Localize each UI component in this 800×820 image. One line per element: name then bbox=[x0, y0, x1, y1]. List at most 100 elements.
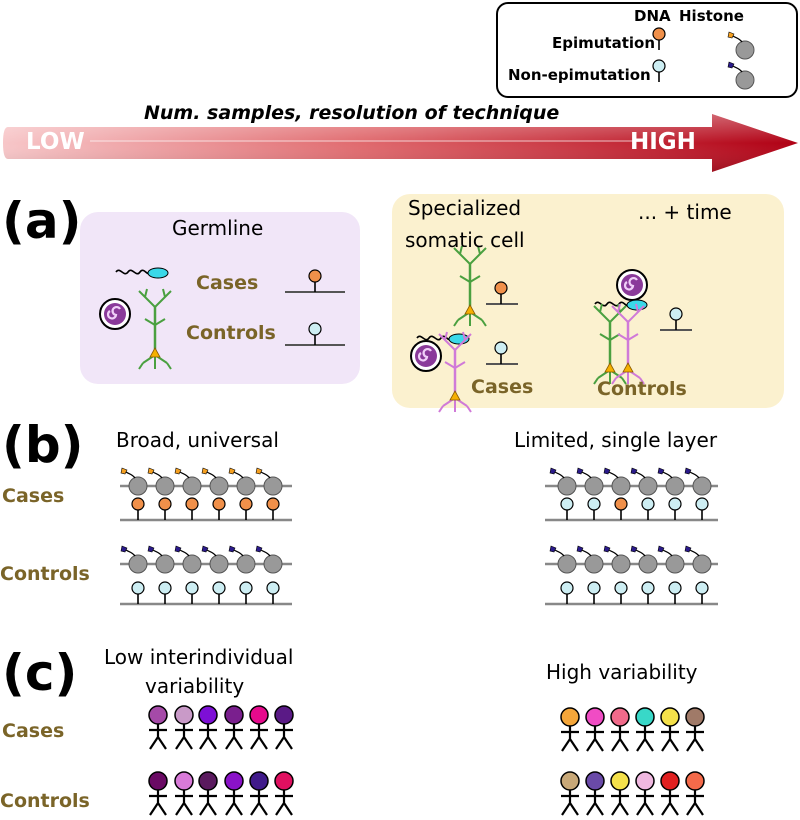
broad-case-histone-0 bbox=[120, 467, 148, 496]
panel-c-left-title-line1: Low interindividual bbox=[104, 645, 294, 669]
high-control-person-0 bbox=[560, 771, 580, 816]
limited-control-histone-0 bbox=[549, 545, 577, 574]
legend-dna-epimutation-icon bbox=[652, 27, 666, 51]
broad-control-histone-1 bbox=[147, 545, 175, 574]
limited-control-dna-1 bbox=[587, 581, 601, 605]
high-case-person-1 bbox=[585, 707, 605, 752]
low-case-person-1 bbox=[174, 705, 194, 750]
panel-c-controls-label: Controls bbox=[0, 790, 90, 812]
legend-histone-epimutation-icon bbox=[727, 31, 755, 60]
limited-control-dna-3 bbox=[641, 581, 655, 605]
high-case-person-3 bbox=[635, 707, 655, 752]
limited-control-dna-0 bbox=[560, 581, 574, 605]
limited-case-dna-4 bbox=[668, 497, 682, 521]
limited-case-dna-2 bbox=[614, 497, 628, 521]
panel-b-letter: (b) bbox=[2, 416, 84, 474]
low-control-person-5 bbox=[274, 771, 294, 816]
panel-c-people bbox=[148, 705, 705, 816]
limited-case-dna-1 bbox=[587, 497, 601, 521]
low-control-person-4 bbox=[249, 771, 269, 816]
somatic-title-line1: Specialized bbox=[408, 196, 522, 220]
high-case-person-5 bbox=[685, 707, 705, 752]
panel-b-rows bbox=[120, 467, 718, 606]
high-control-person-5 bbox=[685, 771, 705, 816]
somatic-box bbox=[392, 194, 784, 408]
panel-c-cases-label: Cases bbox=[2, 720, 65, 742]
high-control-person-4 bbox=[660, 771, 680, 816]
broad-control-histone-0 bbox=[120, 545, 148, 574]
limited-case-histone-4 bbox=[657, 467, 685, 496]
broad-control-dna-3 bbox=[212, 581, 226, 605]
panel-b-left-title: Broad, universal bbox=[116, 428, 279, 452]
germline-box bbox=[80, 212, 360, 384]
limited-control-histone-2 bbox=[603, 545, 631, 574]
limited-case-histone-2 bbox=[603, 467, 631, 496]
legend-histone-header: Histone bbox=[679, 7, 744, 25]
resolution-arrow bbox=[3, 114, 798, 172]
panel-a-letter: (a) bbox=[2, 192, 82, 250]
limited-case-histone-3 bbox=[630, 467, 658, 496]
panel-c-left-title-line2: variability bbox=[145, 674, 245, 698]
broad-case-histone-3 bbox=[201, 467, 229, 496]
broad-control-dna-1 bbox=[158, 581, 172, 605]
germline-cases-label: Cases bbox=[196, 272, 259, 294]
broad-case-dna-0 bbox=[131, 497, 145, 521]
arrow-high-label: HIGH bbox=[630, 129, 696, 155]
limited-control-dna-2 bbox=[614, 581, 628, 605]
limited-control-histone-4 bbox=[657, 545, 685, 574]
time-label: ... + time bbox=[638, 200, 732, 224]
limited-case-dna-3 bbox=[641, 497, 655, 521]
somatic-cases-label: Cases bbox=[471, 376, 534, 398]
panel-b-right-title: Limited, single layer bbox=[514, 428, 718, 452]
high-case-person-0 bbox=[560, 707, 580, 752]
limited-case-dna-5 bbox=[695, 497, 709, 521]
germline-title: Germline bbox=[172, 216, 264, 240]
low-control-person-2 bbox=[198, 771, 218, 816]
broad-case-histone-2 bbox=[174, 467, 202, 496]
high-control-person-2 bbox=[610, 771, 630, 816]
somatic-leukocyte-icon bbox=[409, 339, 443, 373]
arrow-title: Num. samples, resolution of technique bbox=[144, 102, 560, 124]
broad-case-dna-1 bbox=[158, 497, 172, 521]
panel-b-cases-label: Cases bbox=[2, 485, 65, 507]
leukocyte-icon bbox=[98, 297, 132, 331]
low-control-person-0 bbox=[148, 771, 168, 816]
broad-case-histone-5 bbox=[255, 467, 283, 496]
broad-control-histone-4 bbox=[228, 545, 256, 574]
broad-case-histone-4 bbox=[228, 467, 256, 496]
broad-case-dna-3 bbox=[212, 497, 226, 521]
broad-control-histone-3 bbox=[201, 545, 229, 574]
low-case-person-2 bbox=[198, 705, 218, 750]
low-case-person-5 bbox=[274, 705, 294, 750]
broad-control-dna-4 bbox=[239, 581, 253, 605]
broad-case-dna-4 bbox=[239, 497, 253, 521]
low-case-person-0 bbox=[148, 705, 168, 750]
broad-control-histone-5 bbox=[255, 545, 283, 574]
legend-epimutation-label: Epimutation bbox=[552, 34, 656, 52]
broad-case-histone-1 bbox=[147, 467, 175, 496]
broad-control-dna-0 bbox=[131, 581, 145, 605]
broad-control-dna-2 bbox=[185, 581, 199, 605]
low-case-person-3 bbox=[224, 705, 244, 750]
high-case-person-4 bbox=[660, 707, 680, 752]
limited-control-histone-3 bbox=[630, 545, 658, 574]
legend-dna-header: DNA bbox=[634, 7, 671, 25]
somatic-control-leukocyte-icon bbox=[615, 268, 649, 302]
broad-case-dna-2 bbox=[185, 497, 199, 521]
somatic-controls-label: Controls bbox=[597, 378, 687, 400]
legend-histone-non-epimutation-icon bbox=[727, 61, 755, 90]
panel-c-right-title: High variability bbox=[546, 660, 698, 684]
limited-case-histone-0 bbox=[549, 467, 577, 496]
broad-case-dna-5 bbox=[266, 497, 280, 521]
high-control-person-3 bbox=[635, 771, 655, 816]
arrow-low-label: LOW bbox=[26, 129, 85, 155]
high-control-person-1 bbox=[585, 771, 605, 816]
limited-control-dna-4 bbox=[668, 581, 682, 605]
limited-case-histone-1 bbox=[576, 467, 604, 496]
limited-control-histone-5 bbox=[684, 545, 712, 574]
limited-case-dna-0 bbox=[560, 497, 574, 521]
low-control-person-1 bbox=[174, 771, 194, 816]
legend-non-epimutation-label: Non-epimutation bbox=[508, 66, 651, 84]
broad-control-dna-5 bbox=[266, 581, 280, 605]
